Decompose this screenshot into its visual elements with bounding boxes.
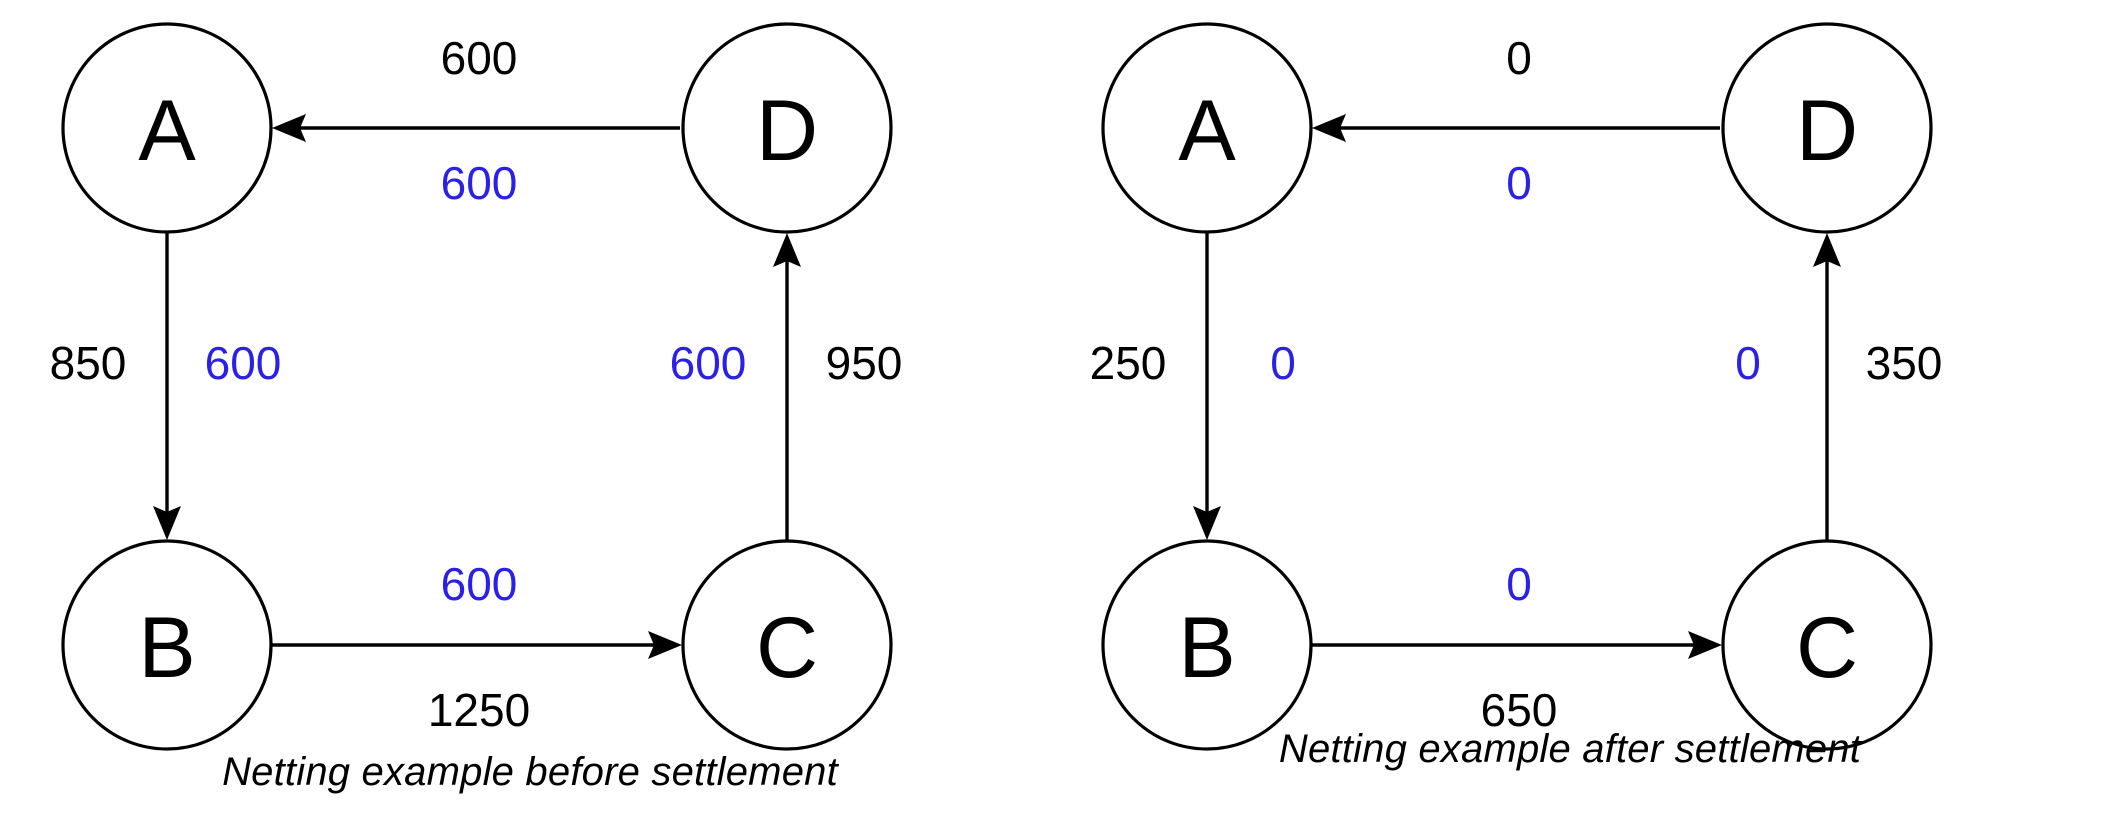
node-b-label: B xyxy=(138,600,195,696)
node-d[interactable]: D xyxy=(1721,22,1933,234)
edge-c-to-d xyxy=(773,233,801,542)
edge-label-a-to-b-original: 250 xyxy=(1090,337,1167,389)
edge-label-a-to-b-netted: 0 xyxy=(1270,337,1296,389)
edge-label-b-to-c-original: 650 xyxy=(1481,684,1558,736)
caption-after-settlement: Netting example after settlement xyxy=(1278,727,1862,771)
node-b-label: B xyxy=(1178,600,1235,696)
edge-label-d-to-a-original: 600 xyxy=(441,32,518,84)
edge-label-a-to-b-original: 850 xyxy=(50,337,127,389)
edge-label-b-to-c-netted: 0 xyxy=(1506,558,1532,610)
edge-label-d-to-a-netted: 0 xyxy=(1506,157,1532,209)
edge-d-to-a xyxy=(1312,114,1720,142)
node-a-label: A xyxy=(1178,83,1236,179)
node-b[interactable]: B xyxy=(1101,539,1313,751)
graph-after-settlement: A D B C 0 0 250 0 0 650 0 xyxy=(1090,22,1943,751)
node-d[interactable]: D xyxy=(681,22,893,234)
caption-before-settlement: Netting example before settlement xyxy=(222,750,838,794)
edge-label-c-to-d-original: 350 xyxy=(1866,337,1943,389)
node-b[interactable]: B xyxy=(61,539,273,751)
node-d-label: D xyxy=(756,83,818,179)
edge-label-d-to-a-netted: 600 xyxy=(441,157,518,209)
node-d-label: D xyxy=(1796,83,1858,179)
edge-label-b-to-c-original: 1250 xyxy=(428,684,530,736)
edge-label-c-to-d-original: 950 xyxy=(826,337,903,389)
edge-label-c-to-d-netted: 0 xyxy=(1735,337,1761,389)
edge-label-b-to-c-netted: 600 xyxy=(441,558,518,610)
node-c[interactable]: C xyxy=(1721,539,1933,751)
edge-b-to-c xyxy=(1312,631,1722,659)
panel-after-settlement: A D B C 0 0 250 0 0 650 0 xyxy=(1040,0,2100,839)
edge-a-to-b xyxy=(153,232,181,540)
edge-label-d-to-a-original: 0 xyxy=(1506,32,1532,84)
edge-a-to-b xyxy=(1193,232,1221,540)
panel-before-settlement: A D B C 600 600 850 600 600 1250 xyxy=(0,0,1060,839)
node-a-label: A xyxy=(138,83,196,179)
node-a[interactable]: A xyxy=(1101,22,1313,234)
node-c-label: C xyxy=(1796,600,1858,696)
edge-d-to-a xyxy=(272,114,680,142)
edge-b-to-c xyxy=(272,631,682,659)
node-a[interactable]: A xyxy=(61,22,273,234)
node-c[interactable]: C xyxy=(681,539,893,751)
node-c-label: C xyxy=(756,600,818,696)
edge-label-c-to-d-netted: 600 xyxy=(670,337,747,389)
edge-c-to-d xyxy=(1813,233,1841,542)
graph-before-settlement: A D B C 600 600 850 600 600 1250 xyxy=(50,22,903,751)
edge-label-a-to-b-netted: 600 xyxy=(205,337,282,389)
